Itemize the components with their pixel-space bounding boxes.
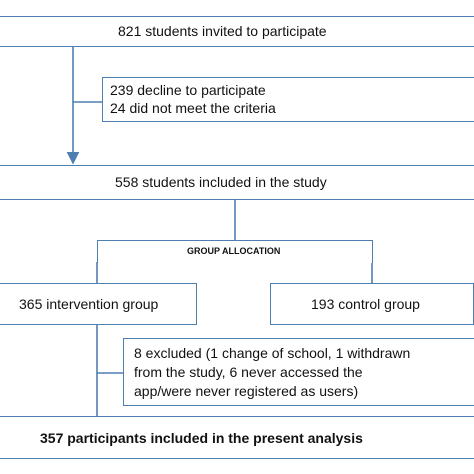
included-label: 558 students included in the study: [115, 174, 327, 190]
included-box: 558 students included in the study: [0, 165, 474, 200]
invited-label: 821 students invited to participate: [118, 23, 327, 39]
followup-line-1: 8 excluded (1 change of school, 1 withdr…: [134, 345, 411, 361]
group-allocation-label: GROUP ALLOCATION: [187, 246, 281, 256]
control-box: 193 control group: [270, 283, 474, 325]
final-label: 357 participants included in the present…: [40, 430, 363, 446]
followup-line-2: from the study, 6 never accessed the: [134, 364, 363, 380]
excluded-line-2: 24 did not meet the criteria: [110, 100, 276, 116]
followup-exclusion-box: 8 excluded (1 change of school, 1 withdr…: [123, 338, 474, 406]
group-allocation-box: GROUP ALLOCATION: [97, 240, 373, 263]
final-box: 357 participants included in the present…: [0, 416, 474, 459]
followup-line-3: app/were never registered as users): [134, 383, 359, 399]
intervention-label: 365 intervention group: [19, 296, 159, 312]
invited-box: 821 students invited to participate: [0, 16, 474, 47]
intervention-box: 365 intervention group: [0, 283, 197, 325]
control-label: 193 control group: [311, 296, 420, 312]
excluded-line-1: 239 decline to participate: [110, 82, 266, 98]
initial-exclusion-box: 239 decline to participate 24 did not me…: [102, 77, 474, 122]
